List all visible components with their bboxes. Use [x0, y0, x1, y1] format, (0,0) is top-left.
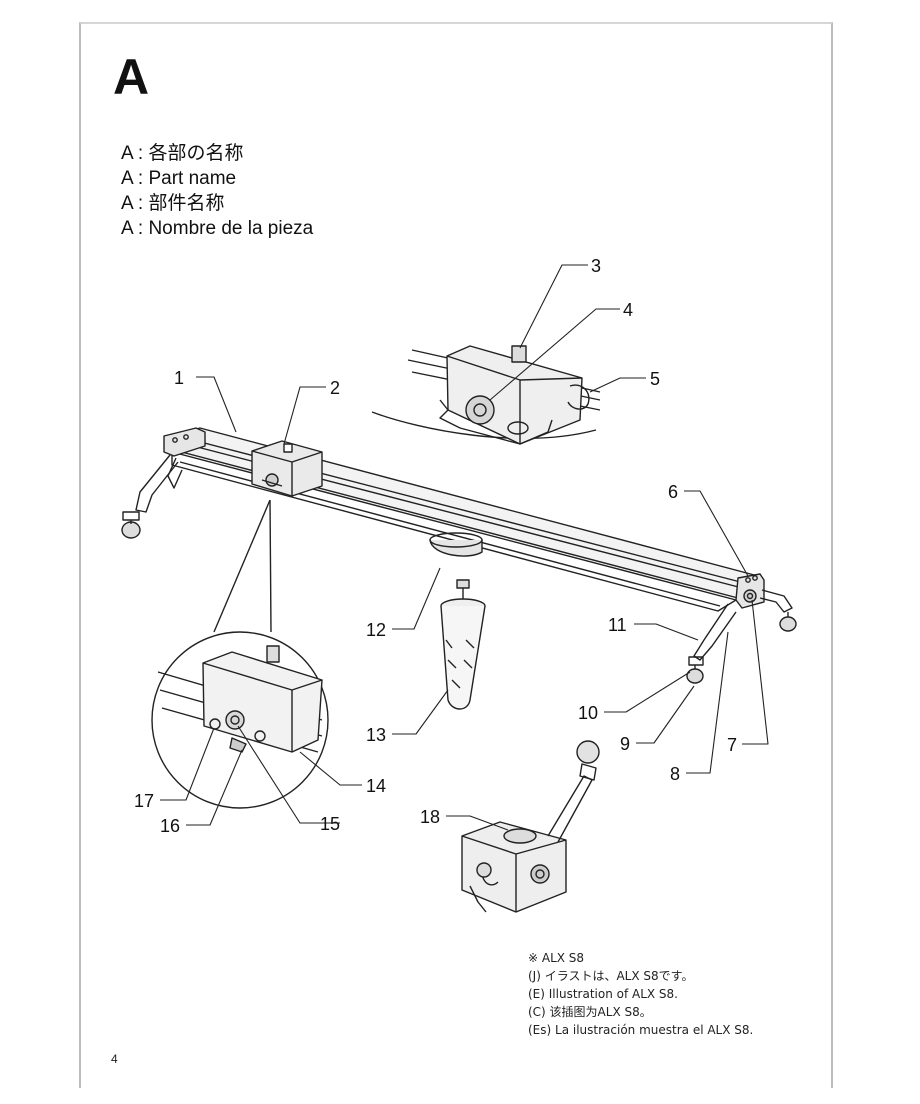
callout-3: 3: [591, 256, 602, 276]
note-line-es: (Es) La ilustración muestra el ALX S8.: [528, 1023, 754, 1037]
callout-2: 2: [330, 378, 341, 398]
callout-18: 18: [420, 807, 441, 827]
callout-1: 1: [174, 368, 185, 388]
callout-9: 9: [620, 734, 631, 754]
callout-6: 6: [668, 482, 679, 502]
part-title-es: A : Nombre de la pieza: [121, 218, 314, 239]
callout-11: 11: [608, 615, 627, 635]
carriage: [251, 440, 323, 497]
callout-14: 14: [366, 776, 387, 796]
part-title-en: A : Part name: [121, 168, 237, 189]
callout-8: 8: [670, 764, 681, 784]
callout-12: 12: [366, 620, 387, 640]
page-number: 4: [111, 1052, 118, 1066]
note-line-en: (E) Illustration of ALX S8.: [528, 987, 678, 1001]
handle: [440, 579, 486, 710]
callout-7: 7: [727, 735, 738, 755]
illustration-note: ※ ALX S8 (J) イラストは、ALX S8です。 (E) Illustr…: [528, 949, 753, 1039]
note-line-ja: (J) イラストは、ALX S8です。: [528, 969, 694, 983]
part-title-zh: A : 部件名称: [121, 193, 225, 214]
callout-10: 10: [578, 703, 599, 723]
callout-5: 5: [650, 369, 661, 389]
section-letter: A: [113, 49, 150, 105]
leg-unit-accessory: [461, 740, 600, 913]
note-line-zh: (C) 该插图为ALX S8。: [528, 1005, 652, 1019]
callout-16: 16: [160, 816, 181, 836]
note-model: ※ ALX S8: [528, 951, 585, 965]
carriage-detail-top: [371, 345, 601, 445]
callout-13: 13: [366, 725, 387, 745]
callout-4: 4: [623, 300, 634, 320]
left-leg: [121, 427, 206, 539]
part-title-ja: A : 各部の名称: [121, 143, 244, 164]
callout-15: 15: [320, 814, 341, 834]
magnified-detail: [151, 499, 329, 809]
right-leg: [686, 573, 797, 684]
leader-lines: [160, 264, 769, 831]
ball-head: [429, 532, 483, 557]
part-name-titles: A : 各部の名称 A : Part name A : 部件名称 A : Nom…: [121, 141, 313, 241]
callout-17: 17: [134, 791, 155, 811]
